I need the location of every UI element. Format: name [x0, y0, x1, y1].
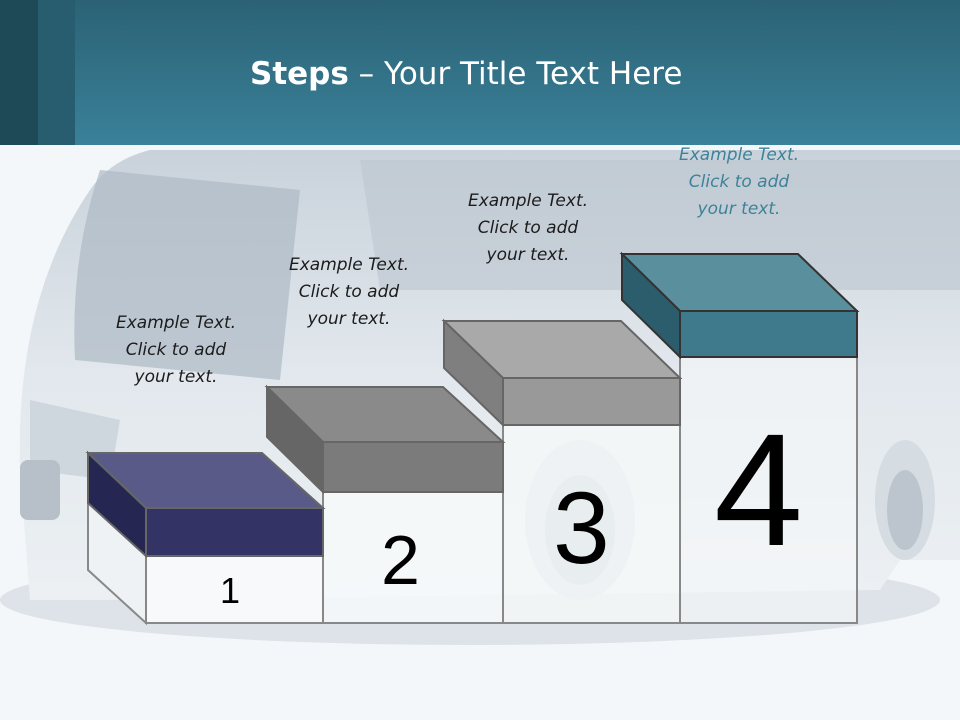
step-2-label-line3: your text.	[307, 309, 391, 329]
step-3-number: 3	[553, 471, 610, 585]
step-2-lid[interactable]	[264, 384, 506, 495]
title-bold: Steps	[250, 56, 349, 92]
step-3-lid[interactable]	[441, 318, 683, 428]
slide-title[interactable]: Steps – Your Title Text Here	[250, 56, 682, 92]
step-2-box	[322, 491, 504, 624]
step-4-label[interactable]: Example Text. Click to add your text.	[649, 142, 829, 223]
step-3-label-line2: Click to add	[477, 218, 579, 238]
step-4-label-line3: your text.	[697, 199, 781, 219]
step-3-label[interactable]: Example Text. Click to add your text.	[438, 188, 618, 269]
step-4-label-line2: Click to add	[688, 172, 790, 192]
step-4-number: 4	[714, 400, 803, 579]
step-2-label-line1: Example Text.	[288, 255, 410, 275]
title-rest: – Your Title Text Here	[348, 56, 683, 92]
header-accent-mid	[38, 0, 75, 145]
step-1-lid[interactable]	[85, 450, 326, 559]
step-3-box	[502, 424, 681, 624]
header-banner: Steps – Your Title Text Here	[0, 0, 960, 145]
step-1-label-line2: Click to add	[125, 340, 227, 360]
step-4-box	[679, 356, 858, 624]
step-3-label-line3: your text.	[486, 245, 570, 265]
step-1-label-line3: your text.	[134, 367, 218, 387]
step-4-lid[interactable]	[619, 251, 860, 360]
step-2-number: 2	[381, 521, 420, 599]
header-accent-dark	[0, 0, 38, 145]
step-1-label-line1: Example Text.	[115, 313, 237, 333]
step-4-label-line1: Example Text.	[678, 145, 800, 165]
step-1-number: 1	[220, 570, 241, 611]
step-2-label-line2: Click to add	[298, 282, 400, 302]
step-2-label[interactable]: Example Text. Click to add your text.	[259, 252, 439, 333]
step-3-label-line1: Example Text.	[467, 191, 589, 211]
step-1-label[interactable]: Example Text. Click to add your text.	[86, 310, 266, 391]
